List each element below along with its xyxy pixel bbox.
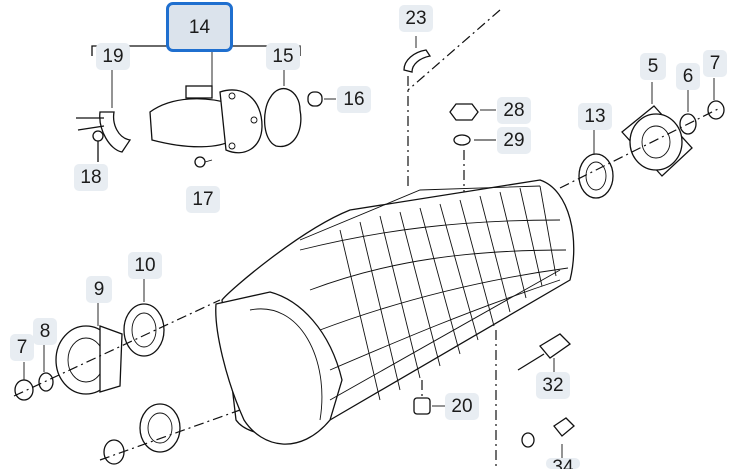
callout-7-top[interactable]: 7 — [703, 50, 727, 77]
callout-5[interactable]: 5 — [640, 53, 666, 80]
part-15-gasket[interactable] — [264, 68, 302, 148]
part-16-plug[interactable] — [307, 91, 336, 107]
callout-8[interactable]: 8 — [33, 318, 57, 345]
callout-32[interactable]: 32 — [536, 372, 570, 399]
callout-7-left[interactable]: 7 — [10, 334, 34, 361]
part-32-sensor[interactable] — [517, 333, 572, 374]
part-19-bracket[interactable] — [76, 70, 132, 153]
callout-18[interactable]: 18 — [74, 164, 108, 191]
callout-17[interactable]: 17 — [186, 186, 220, 213]
part-8-o-ring[interactable] — [38, 342, 54, 392]
part-5-flange[interactable] — [621, 82, 693, 177]
callout-13[interactable]: 13 — [578, 103, 612, 130]
part-34-bolt[interactable] — [521, 417, 575, 458]
part-23-breather[interactable] — [403, 36, 432, 73]
callout-9[interactable]: 9 — [86, 276, 112, 303]
callout-14[interactable]: 14 — [166, 2, 233, 52]
part-28-plug-bolt[interactable] — [449, 103, 496, 121]
callout-29[interactable]: 29 — [497, 127, 531, 154]
callout-28[interactable]: 28 — [497, 97, 531, 124]
callout-19[interactable]: 19 — [96, 43, 130, 70]
part-9-flange[interactable] — [55, 300, 123, 395]
callout-16[interactable]: 16 — [337, 86, 371, 113]
part-14-actuator[interactable] — [149, 85, 263, 154]
part-29-washer[interactable] — [453, 134, 496, 146]
part-6-o-ring[interactable] — [679, 90, 697, 135]
part-17-screw[interactable] — [194, 156, 213, 168]
part-20-plug[interactable] — [413, 397, 446, 415]
callout-23[interactable]: 23 — [399, 5, 433, 32]
part-10-seal[interactable] — [123, 276, 165, 357]
callout-6[interactable]: 6 — [676, 63, 700, 90]
transmission-housing[interactable] — [215, 179, 575, 445]
part-18-bolt[interactable] — [92, 130, 104, 162]
callout-20[interactable]: 20 — [445, 393, 479, 420]
part-13-seal[interactable] — [578, 130, 614, 199]
callout-15[interactable]: 15 — [266, 43, 300, 70]
part-7-nut-left[interactable] — [14, 362, 34, 401]
lower-seal[interactable] — [139, 403, 181, 453]
callout-34[interactable]: 34 — [546, 458, 580, 469]
callout-10[interactable]: 10 — [128, 252, 162, 279]
